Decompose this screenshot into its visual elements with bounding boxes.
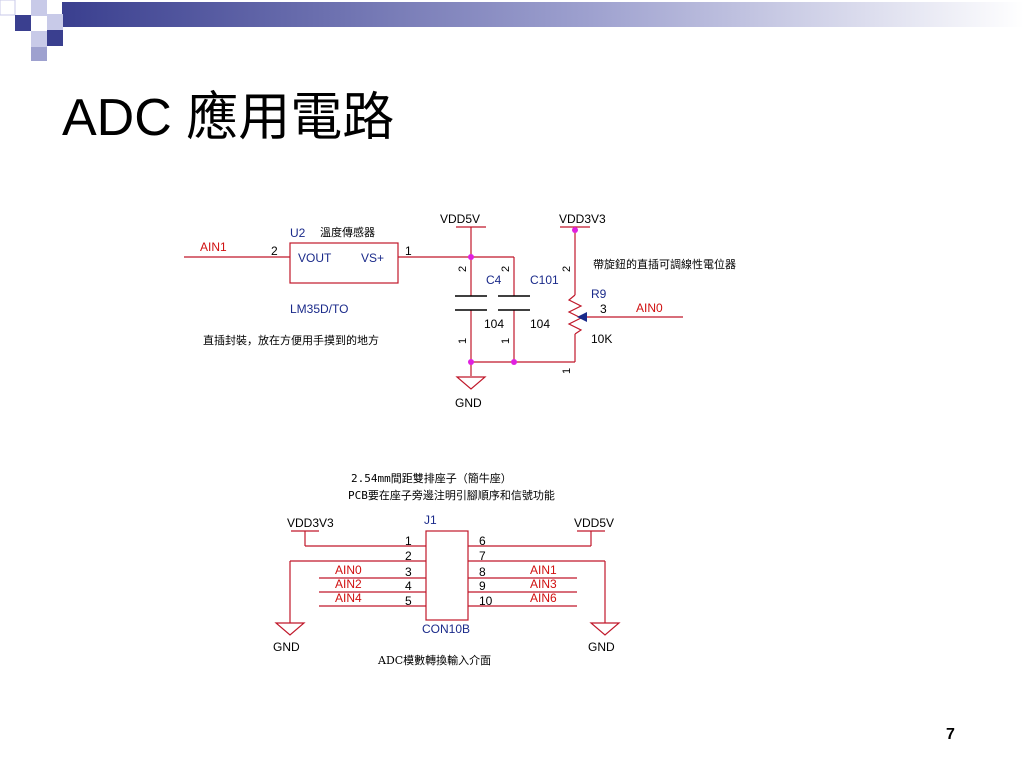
j1-pin-7: 7 bbox=[479, 549, 486, 563]
j1-pin-10: 10 bbox=[479, 594, 493, 608]
j1-pin-2: 2 bbox=[405, 549, 412, 563]
j1-signal-ain3: AIN3 bbox=[530, 577, 557, 591]
vdd5v-label: VDD5V bbox=[440, 212, 480, 226]
j1-signal-ain1: AIN1 bbox=[530, 563, 557, 577]
j1-vdd3v3-label: VDD3V3 bbox=[287, 516, 334, 530]
r9-value: 10K bbox=[591, 332, 612, 346]
j1-signal-ain2: AIN2 bbox=[335, 577, 362, 591]
c4-pin-2: 2 bbox=[457, 266, 469, 272]
j1-pin-3: 3 bbox=[405, 565, 412, 579]
connector-caption: ADC模數轉換輸入介面 bbox=[377, 653, 491, 667]
r9-pin-2: 2 bbox=[561, 266, 573, 272]
j1-signal-ain4: AIN4 bbox=[335, 591, 362, 605]
c101-value: 104 bbox=[530, 317, 550, 331]
j1-pin-4: 4 bbox=[405, 579, 412, 593]
u2-ref: U2 bbox=[290, 226, 306, 240]
page-number: 7 bbox=[946, 726, 955, 743]
u2-part-number: LM35D/TO bbox=[290, 302, 348, 316]
c4-value: 104 bbox=[484, 317, 504, 331]
j1-gnd-left-label: GND bbox=[273, 640, 300, 654]
slide-title: ADC 應用電路 bbox=[62, 89, 395, 147]
connector-note-1: 2.54mm間距雙排座子（簡牛座） bbox=[351, 471, 512, 485]
c101-pin-1: 1 bbox=[500, 338, 512, 344]
u2-vout-label: VOUT bbox=[298, 251, 332, 265]
slide-decoration bbox=[0, 0, 1024, 61]
r9-pin-1: 1 bbox=[561, 368, 573, 374]
u2-description: 溫度傳感器 bbox=[320, 225, 375, 239]
gnd-label: GND bbox=[455, 396, 482, 410]
r9-ref: R9 bbox=[591, 287, 607, 301]
connector-note-2: PCB要在座子旁邊注明引腳順序和信號功能 bbox=[348, 488, 555, 502]
j1-vdd5v-label: VDD5V bbox=[574, 516, 614, 530]
c101-pin-2: 2 bbox=[500, 266, 512, 272]
c4-ref: C4 bbox=[486, 273, 502, 287]
j1-pin-5: 5 bbox=[405, 594, 412, 608]
j1-gnd-right-label: GND bbox=[588, 640, 615, 654]
u2-pin-2: 2 bbox=[271, 244, 278, 258]
u2-pin-1: 1 bbox=[405, 244, 412, 258]
r9-pin-3: 3 bbox=[600, 302, 607, 316]
vdd3v3-label: VDD3V3 bbox=[559, 212, 606, 226]
j1-ref: J1 bbox=[424, 513, 437, 527]
j1-signal-ain6: AIN6 bbox=[530, 591, 557, 605]
pot-description: 帶旋鈕的直插可調線性電位器 bbox=[593, 257, 736, 271]
j1-pin-8: 8 bbox=[479, 565, 486, 579]
c4-pin-1: 1 bbox=[457, 338, 469, 344]
j1-pin-6: 6 bbox=[479, 534, 486, 548]
ain0-net-label: AIN0 bbox=[636, 301, 663, 315]
u2-vs-label: VS+ bbox=[361, 251, 384, 265]
j1-part: CON10B bbox=[422, 622, 470, 636]
j1-signal-ain0: AIN0 bbox=[335, 563, 362, 577]
u2-mount-note: 直插封裝，放在方便用手摸到的地方 bbox=[203, 333, 379, 347]
ain1-net-label: AIN1 bbox=[200, 240, 227, 254]
j1-pin-9: 9 bbox=[479, 579, 486, 593]
j1-pin-1: 1 bbox=[405, 534, 412, 548]
c101-ref: C101 bbox=[530, 273, 559, 287]
